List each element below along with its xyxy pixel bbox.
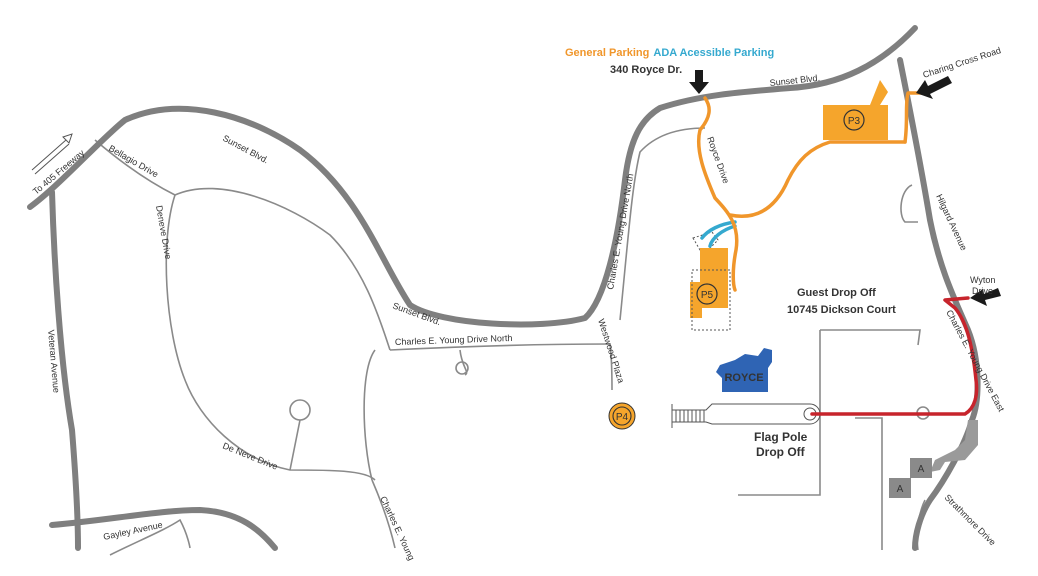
label-de-neve: De Neve Drive <box>221 441 279 472</box>
entrance-arrows <box>689 70 1001 306</box>
guest-dropoff-route <box>810 296 979 416</box>
label-cey-north-1: Charles E. Young Drive North <box>395 333 513 347</box>
legend: General Parking ADA Acessible Parking 340… <box>565 47 774 76</box>
legend-line: General Parking ADA Acessible Parking <box>565 47 774 59</box>
flag-pole-callout: Flag Pole Drop Off <box>754 430 808 459</box>
legend-general-parking: General Parking <box>565 47 649 59</box>
label-bellagio: Bellagio Drive <box>107 143 160 179</box>
building-a-label-1: A <box>918 464 925 475</box>
label-gayley: Gayley Avenue <box>102 520 163 542</box>
general-parking-route <box>696 91 927 292</box>
royce-label: ROYCE <box>724 372 763 384</box>
building-a-label-2: A <box>897 484 904 495</box>
charing-cross-arrow-icon <box>916 76 952 99</box>
lot-p3-label: P3 <box>848 116 861 127</box>
label-royce-drive: Royce Drive <box>705 135 731 184</box>
label-sunset-1: Sunset Blvd. <box>221 133 270 166</box>
lot-p3: P3 <box>823 80 888 140</box>
lot-p4-label: P4 <box>616 412 629 423</box>
guest-drop-title: Guest Drop Off <box>797 287 876 299</box>
buildings-a: A A <box>889 420 978 498</box>
lot-p5-label: P5 <box>701 290 714 301</box>
label-wyton-1: Wyton <box>970 275 995 285</box>
label-charing-cross: Charing Cross Road <box>922 45 1003 80</box>
freeway-arrow-icon <box>31 133 73 175</box>
minor-roads <box>94 127 930 556</box>
flag-pole-mall <box>671 403 821 428</box>
guest-drop-address: 10745 Dickson Court <box>787 304 896 316</box>
label-hilgard: Hilgard Avenue <box>934 193 969 252</box>
legend-address: 340 Royce Dr. <box>610 64 682 76</box>
flag-pole-line-1: Flag Pole <box>754 430 808 444</box>
royce-entrance-arrow-icon <box>689 70 709 94</box>
lot-p4: P4 <box>608 402 636 430</box>
royce-hall: ROYCE <box>716 348 772 392</box>
label-cey-north-2: Charles E. Young Drive North <box>605 173 635 291</box>
label-freeway: To 405 Freeway <box>31 147 87 196</box>
lot-p5: P5 <box>690 231 731 331</box>
label-strathmore: Strathmore Drive <box>943 492 998 547</box>
label-charles-young-s: Charles E. Young <box>378 495 416 562</box>
wyton-arrow-icon <box>970 288 1001 306</box>
ada-route <box>700 220 737 248</box>
legend-ada-parking: ADA Acessible Parking <box>653 47 774 59</box>
flag-pole-line-2: Drop Off <box>756 445 806 459</box>
main-roads <box>27 25 981 551</box>
label-wyton-2: Drive <box>972 286 993 296</box>
guest-dropoff-callout: Guest Drop Off 10745 Dickson Court <box>787 287 896 316</box>
